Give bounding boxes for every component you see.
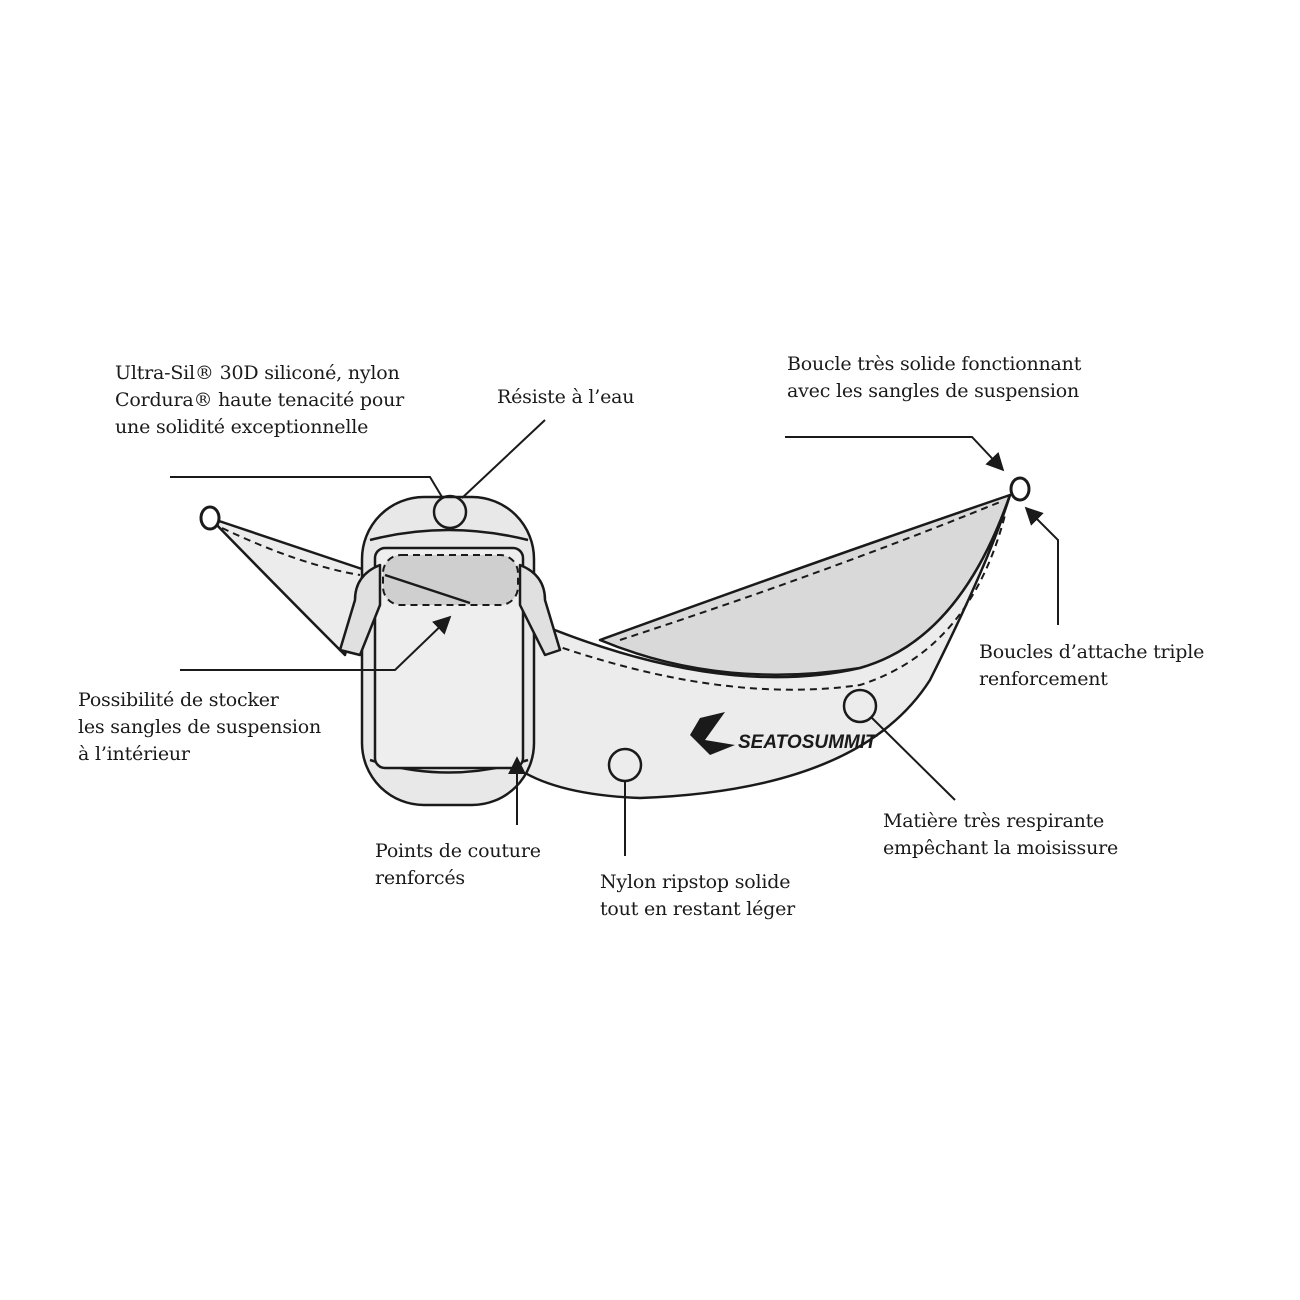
label-loop: Boucle très solide fonctionnant avec les… [787, 351, 1081, 405]
label-line: empêchant la moisissure [883, 837, 1119, 859]
label-line: Boucles d’attache triple [979, 641, 1205, 663]
label-line: renforcement [979, 668, 1108, 690]
label-line: tout en restant léger [600, 898, 796, 920]
callout-circle-top [432, 494, 468, 530]
leader-breathable [871, 717, 956, 801]
leader-ultrasil [170, 476, 443, 498]
label-line: Cordura® haute tenacité pour [115, 389, 405, 411]
label-ultrasil: Ultra-Sil® 30D siliconé, nylon Cordura® … [115, 360, 404, 441]
leader-loop [785, 436, 1005, 472]
label-line: Boucle très solide fonctionnant [787, 353, 1082, 375]
label-storage: Possibilité de stocker les sangles de su… [78, 687, 321, 768]
label-line: renforcés [375, 867, 465, 889]
label-attach: Boucles d’attache triple renforcement [979, 639, 1204, 693]
logo-text: SEATOSUMMIT [738, 732, 878, 753]
hammock-left-wing [208, 516, 367, 657]
label-line: avec les sangles de suspension [787, 380, 1080, 402]
label-line: Nylon ripstop solide [600, 871, 791, 893]
label-line: Ultra-Sil® 30D siliconé, nylon [115, 362, 400, 384]
leader-water [461, 419, 546, 499]
leader-storage [180, 615, 452, 671]
right-ring [1009, 476, 1031, 502]
label-line: à l’intérieur [78, 743, 190, 765]
label-ripstop: Nylon ripstop solide tout en restant lég… [600, 869, 795, 923]
hammock-body [518, 493, 1012, 800]
label-breathable: Matière très respirante empêchant la moi… [883, 808, 1118, 862]
label-stitch: Points de couture renforcés [375, 838, 541, 892]
label-line: Points de couture [375, 840, 541, 862]
callout-circle-breathable [842, 688, 878, 724]
label-line: les sangles de suspension [78, 716, 322, 738]
seatosummit-logo: SEATOSUMMIT [690, 712, 878, 755]
label-line: Possibilité de stocker [78, 689, 279, 711]
leader-attach [1024, 506, 1059, 625]
label-water: Résiste à l’eau [497, 384, 635, 411]
label-line: Matière très respirante [883, 810, 1105, 832]
left-ring [199, 505, 221, 531]
label-line: Résiste à l’eau [497, 386, 635, 408]
label-line: une solidité exceptionnelle [115, 416, 369, 438]
